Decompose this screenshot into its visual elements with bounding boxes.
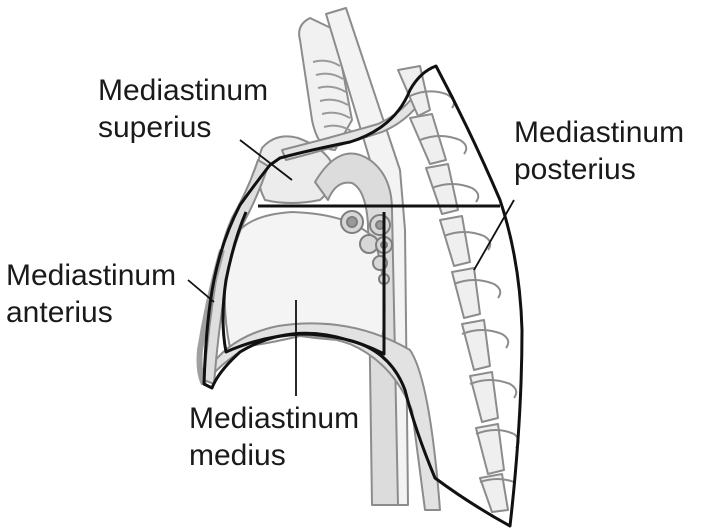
label-mediastinum-superius: Mediastinum superius <box>98 72 268 146</box>
label-medius-line2: medius <box>189 437 359 474</box>
label-superius-line2: superius <box>98 109 268 146</box>
label-mediastinum-anterius: Mediastinum anterius <box>6 257 176 331</box>
label-anterius-line1: Mediastinum <box>6 257 176 294</box>
label-mediastinum-posterius: Mediastinum posterius <box>514 114 684 188</box>
label-anterius-line2: anterius <box>6 294 176 331</box>
label-posterius-line2: posterius <box>514 151 684 188</box>
label-mediastinum-medius: Mediastinum medius <box>189 400 359 474</box>
label-posterius-line1: Mediastinum <box>514 114 684 151</box>
vertebral-column <box>398 66 508 512</box>
label-medius-line1: Mediastinum <box>189 400 359 437</box>
label-superius-line1: Mediastinum <box>98 72 268 109</box>
